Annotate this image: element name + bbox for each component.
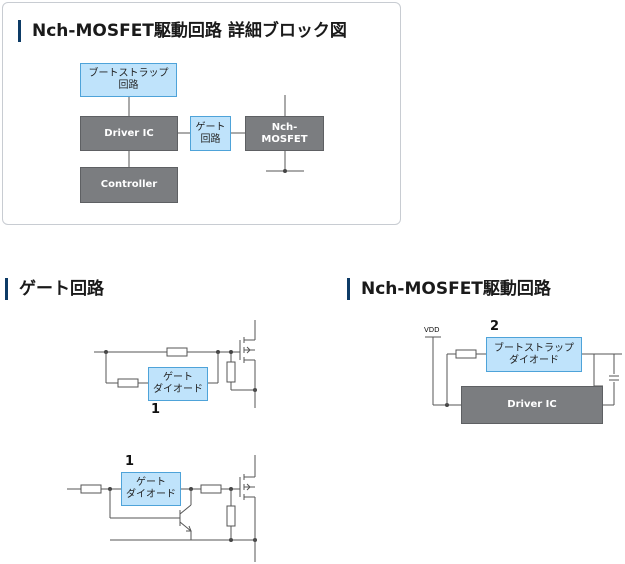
block-diagram-panel xyxy=(2,2,401,225)
bootstrap-diode-line2: ダイオード xyxy=(509,354,559,366)
bootstrap-diode-box: ブートストラップダイオード xyxy=(486,337,582,372)
gate-diode-box-1: ゲートダイオード xyxy=(148,367,208,401)
mosfet-box: Nch-MOSFET xyxy=(245,116,324,151)
gate-diode-2-number: 1 xyxy=(125,454,135,469)
heading-accent-bar xyxy=(347,278,350,300)
gate-diode-line2: ダイオード xyxy=(126,489,176,500)
gate-diode-box-2: ゲートダイオード xyxy=(121,472,181,506)
gate-diode-line1: ゲート xyxy=(136,477,166,488)
gate-circuit-box: ゲート回路 xyxy=(190,116,231,151)
driver-ic-label: Driver IC xyxy=(104,127,154,139)
gate-circuit-line2: 回路 xyxy=(200,133,221,145)
gate-diode-line1: ゲート xyxy=(163,372,193,383)
bootstrap-circuit-line1: ブートストラップ xyxy=(88,68,169,79)
gate-circuit-line1: ゲート xyxy=(195,121,226,133)
controller-label: Controller xyxy=(100,179,158,190)
driver-ic-box: Driver IC xyxy=(80,116,178,151)
gate-diode-line2: ダイオード xyxy=(153,384,203,395)
bootstrap-circuit-line2: 回路 xyxy=(118,80,139,91)
drive-section-title: Nch-MOSFET駆動回路 xyxy=(361,279,551,299)
controller-box: Controller xyxy=(80,167,178,203)
mosfet-line2: MOSFET xyxy=(261,133,308,145)
bootstrap-circuit-box: ブートストラップ回路 xyxy=(80,63,177,97)
bootstrap-diode-line1: ブートストラップ xyxy=(494,342,574,354)
bootstrap-diode-number: 2 xyxy=(490,319,500,334)
gate-diode-1-number: 1 xyxy=(151,402,161,417)
drive-driver-ic-box: Driver IC xyxy=(461,386,603,424)
heading-accent-bar xyxy=(18,20,21,42)
block-diagram-title: Nch-MOSFET駆動回路 詳細ブロック図 xyxy=(32,21,347,41)
mosfet-line1: Nch- xyxy=(271,121,298,133)
drive-driver-ic-label: Driver IC xyxy=(507,399,557,410)
vdd-label: VDD xyxy=(424,326,440,334)
gate-section-title: ゲート回路 xyxy=(19,279,104,299)
heading-accent-bar xyxy=(5,278,8,300)
